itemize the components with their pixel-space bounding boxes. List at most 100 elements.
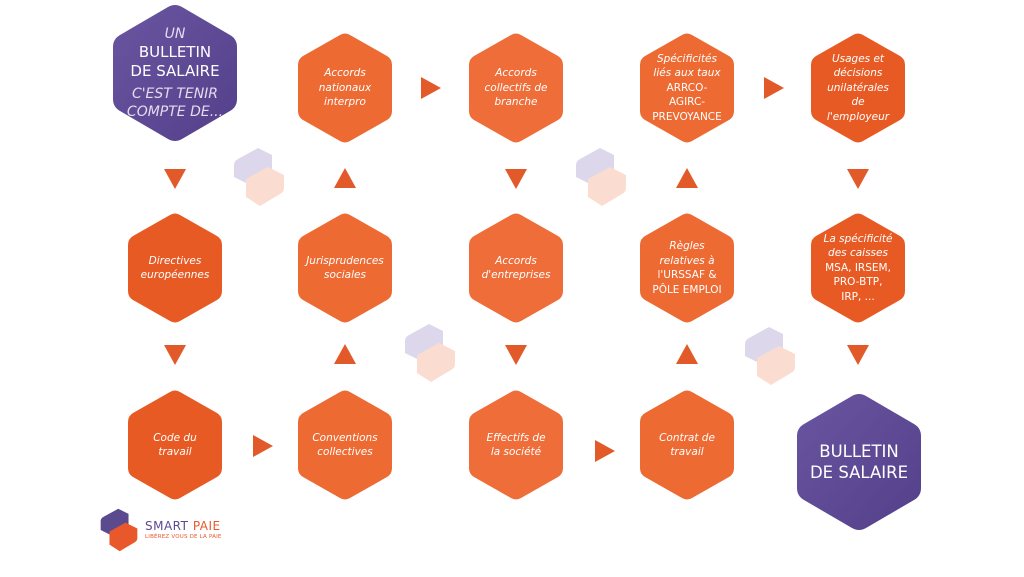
node-label-line: de <box>851 96 865 109</box>
node-label-line: unilatérales <box>827 81 889 94</box>
brand-name-part1: SMART <box>145 519 189 533</box>
node-label-line: PÔLE EMPLOI <box>652 283 722 296</box>
smart-paie-watermark-icon <box>745 327 795 385</box>
node-conventions: Conventions collectives <box>297 389 393 501</box>
arrow-right-icon <box>764 77 784 99</box>
brand-name: SMART PAIE <box>145 519 222 533</box>
node-label-line: Code du <box>153 431 197 444</box>
node-label-line: sociales <box>324 269 366 281</box>
node-label-line: Accords <box>324 67 366 80</box>
node-label-line: décisions <box>833 67 883 80</box>
arrow-down-icon <box>847 345 869 365</box>
node-label: Contrat de travail <box>651 431 723 460</box>
brand-tagline: LIBÉREZ VOUS DE LA PAIE <box>145 534 222 540</box>
node-label: Conventions collectives <box>304 431 385 460</box>
arrow-down-icon <box>847 169 869 189</box>
node-label-line: Accords <box>495 254 537 267</box>
node-label: Code du travail <box>145 431 205 460</box>
hexagon-shape <box>128 390 222 500</box>
node-label-line: Accords <box>495 67 537 80</box>
node-label-line: Spécificités <box>656 52 717 65</box>
arrow-up-icon <box>334 344 356 364</box>
smart-paie-watermark-icon <box>576 148 626 206</box>
hexagon-shape <box>469 213 563 323</box>
node-label-line: nationaux <box>318 81 372 94</box>
hexagon-shape <box>469 33 563 143</box>
node-label-line: Jurisprudences <box>306 254 384 267</box>
start-node-hexagon: UN BULLETIN DE SALAIRE C'EST TENIR COMPT… <box>112 4 238 142</box>
hexagon-shape <box>469 390 563 500</box>
brand-logo: SMART PAIE LIBÉREZ VOUS DE LA PAIE <box>99 508 222 552</box>
hexagon-shape <box>640 390 734 500</box>
smart-paie-watermark-icon <box>234 148 284 206</box>
node-label-line: ARRCO- <box>666 81 708 94</box>
end-node-hexagon: BULLETIN DE SALAIRE <box>796 393 922 531</box>
smart-paie-watermark-icon <box>405 324 455 382</box>
node-code-travail: Code du travail <box>127 389 223 501</box>
node-label-line: d'entreprises <box>481 269 551 281</box>
arrow-right-icon <box>253 435 273 457</box>
node-label-line: Effectifs de <box>486 431 546 444</box>
start-node-intro: UN <box>164 26 186 42</box>
node-label-line: Usages et <box>831 52 885 65</box>
hexagon-shape <box>113 5 237 141</box>
node-label-line: La spécificité <box>823 232 893 245</box>
start-node-sub-line2: COMPTE DE... <box>126 104 224 120</box>
node-label-line: Directives <box>148 254 202 267</box>
start-node-sub-line1: C'EST TENIR <box>131 86 219 102</box>
hexagon-shape <box>298 213 392 323</box>
node-label-line: PRO-BTP, <box>833 276 883 289</box>
node-label: Directives européennes <box>133 254 218 283</box>
end-node-title-line1: BULLETIN <box>819 442 899 461</box>
end-node-title-line2: DE SALAIRE <box>809 463 909 482</box>
node-label: Accords d'entreprises <box>474 254 559 283</box>
arrow-up-icon <box>676 168 698 188</box>
node-jurisprudences: Jurisprudences sociales <box>297 212 393 324</box>
arrow-right-icon <box>421 77 441 99</box>
node-label-line: Contrat de <box>659 431 715 444</box>
node-label-line: travail <box>158 446 192 458</box>
arrow-down-icon <box>505 169 527 189</box>
smart-paie-logo-icon <box>100 508 138 552</box>
node-label-line: des caisses <box>828 247 888 260</box>
node-label-line: PREVOYANCE <box>652 110 722 123</box>
arrow-down-icon <box>164 169 186 189</box>
hexagon-shape <box>128 213 222 323</box>
node-label-line: collectives <box>317 446 373 458</box>
node-contrat: Contrat de travail <box>639 389 735 501</box>
hexagon-shape <box>797 394 921 530</box>
start-node-title-line1: BULLETIN <box>138 43 212 61</box>
node-label-line: AGIRC- <box>668 96 706 109</box>
arrow-right-icon <box>595 440 615 462</box>
hexagon-shape <box>811 213 905 323</box>
hexagon-shape <box>298 33 392 143</box>
node-label-line: travail <box>670 446 704 458</box>
node-accords-entreprises: Accords d'entreprises <box>468 212 564 324</box>
node-label-line: interpro <box>324 96 366 109</box>
node-label-line: IRP, ... <box>841 290 875 303</box>
arrow-down-icon <box>505 345 527 365</box>
node-label-line: collectifs de <box>484 81 548 94</box>
node-label-line: européennes <box>140 269 210 281</box>
node-label-line: Conventions <box>312 431 378 444</box>
hexagon-shape <box>640 33 734 143</box>
hexagon-shape <box>640 213 734 323</box>
start-node-title-line2: DE SALAIRE <box>130 62 220 80</box>
node-label-line: liés aux taux <box>653 67 721 80</box>
brand-name-part2: PAIE <box>192 519 221 533</box>
node-directives: Directives européennes <box>127 212 223 324</box>
node-label: Jurisprudences sociales <box>298 254 392 283</box>
hexagon-shape <box>811 33 905 143</box>
